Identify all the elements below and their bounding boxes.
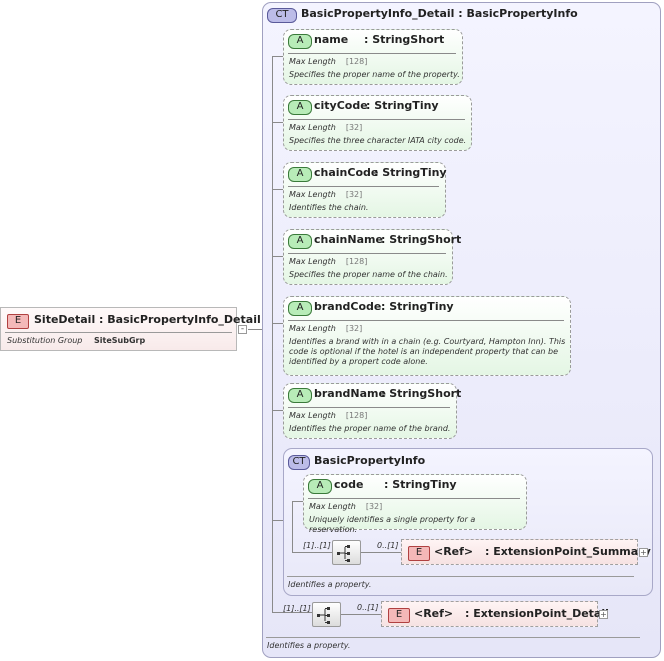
attribute-name-label: chainCode (314, 166, 379, 179)
ref-type: : ExtensionPoint_Detail (465, 607, 609, 620)
ref-extension-point-detail[interactable]: E <Ref> : ExtensionPoint_Detail (381, 601, 609, 627)
attribute-type-label: : StringTiny (374, 166, 447, 179)
attribute-name-label: name (314, 33, 349, 46)
attribute-type-label: : StringTiny (366, 99, 439, 112)
attribute-citycode[interactable]: A cityCode : StringTiny Max Length [32] S… (283, 95, 472, 151)
sequence-compositor[interactable] (332, 540, 361, 565)
attribute-name-label: brandName (314, 387, 386, 400)
outer-type-title: BasicPropertyInfo_Detail : BasicProperty… (301, 7, 578, 20)
facet-value: [128] (345, 411, 368, 420)
ref-label: <Ref> (434, 545, 474, 558)
inner-type-description: Identifies a property. (288, 580, 372, 589)
attribute-type-label: : StringShort (364, 33, 445, 46)
attribute-tag: A (288, 234, 312, 249)
inner-type-title: BasicPropertyInfo (314, 454, 426, 467)
facet-label: Max Length (289, 324, 336, 333)
facet-label: Max Length (309, 502, 356, 511)
facet-label: Max Length (289, 411, 336, 420)
attribute-tag: A (288, 100, 312, 115)
facet-value: [32] (345, 123, 363, 132)
ref-label: <Ref> (414, 607, 454, 620)
facet-value: [128] (345, 57, 368, 66)
attribute-chainname[interactable]: A chainName : StringShort Max Length [128… (283, 229, 461, 285)
attribute-tag: A (288, 167, 312, 182)
attribute-description: Specifies the proper name of the propert… (289, 70, 460, 79)
attribute-type-label: : StringShort (381, 387, 462, 400)
attribute-description: Identifies a brand with in a chain (e.g.… (289, 337, 566, 366)
attribute-name-label: brandCode (314, 300, 382, 313)
attribute-tag: A (288, 34, 312, 49)
attribute-description: Identifies the proper name of the brand. (289, 424, 451, 433)
ref-type: : ExtensionPoint_Summary (485, 545, 651, 558)
attribute-name-label: chainName (314, 233, 383, 246)
attribute-type-label: : StringTiny (384, 478, 457, 491)
outer-type-description: Identifies a property. (267, 641, 351, 650)
attribute-description: Specifies the proper name of the chain. (289, 270, 448, 279)
attribute-type-label: : StringTiny (381, 300, 454, 313)
attribute-name-label: code (334, 478, 364, 491)
facet-label: Max Length (289, 123, 336, 132)
collapse-toggle[interactable]: - (238, 325, 247, 334)
attribute-description: Identifies the chain. (289, 203, 369, 212)
expand-icon[interactable]: + (599, 610, 608, 619)
attribute-description: Specifies the three character IATA city … (289, 136, 467, 145)
ref-cardinality: 0..[1] (377, 541, 399, 550)
complex-type-tag: CT (288, 455, 310, 470)
sequence-cardinality: [1]..[1] (303, 541, 331, 550)
attribute-brandname[interactable]: A brandName : StringShort Max Length [128… (283, 383, 461, 439)
expand-icon[interactable]: + (639, 548, 648, 557)
element-tag: E (7, 314, 29, 329)
attribute-connector (272, 56, 273, 612)
attribute-type-label: : StringShort (381, 233, 462, 246)
facet-label: Max Length (289, 190, 336, 199)
facet-label: Max Length (289, 257, 336, 266)
site-detail-element[interactable]: E SiteDetail : BasicPropertyInfo_Detail … (0, 307, 261, 351)
sequence-cardinality: [1]..[1] (283, 604, 311, 613)
substitution-group-label: Substitution Group (7, 336, 83, 345)
attribute-tag: A (308, 479, 332, 494)
ref-cardinality: 0..[1] (357, 603, 379, 612)
element-tag: E (408, 546, 430, 561)
attribute-description: Uniquely identifies a single property fo… (309, 515, 476, 534)
attribute-name[interactable]: A name : StringShort Max Length [128] Spe… (283, 29, 463, 85)
attribute-tag: A (288, 301, 312, 316)
facet-label: Max Length (289, 57, 336, 66)
site-detail-title: SiteDetail : BasicPropertyInfo_Detail (34, 313, 261, 326)
sequence-icon (337, 545, 350, 562)
facet-value: [32] (345, 324, 363, 333)
attribute-brandcode[interactable]: A brandCode : StringTiny Max Length[32] … (283, 296, 571, 376)
facet-value: [32] (365, 502, 383, 511)
attribute-chaincode[interactable]: A chainCode : StringTiny Max Length[32] … (283, 162, 447, 218)
substitution-group-value: SiteSubGrp (94, 336, 146, 345)
attribute-name-label: cityCode (314, 99, 368, 112)
attribute-tag: A (288, 388, 312, 403)
complex-type-tag: CT (267, 8, 297, 23)
attribute-code[interactable]: A code : StringTiny Max Length [32] Uniqu… (303, 474, 527, 534)
sequence-icon (317, 607, 330, 624)
ref-extension-point-summary[interactable]: E <Ref> : ExtensionPoint_Summary (401, 539, 651, 565)
element-tag: E (388, 608, 410, 623)
facet-value: [32] (345, 190, 363, 199)
sequence-compositor[interactable] (312, 602, 341, 627)
facet-value: [128] (345, 257, 368, 266)
